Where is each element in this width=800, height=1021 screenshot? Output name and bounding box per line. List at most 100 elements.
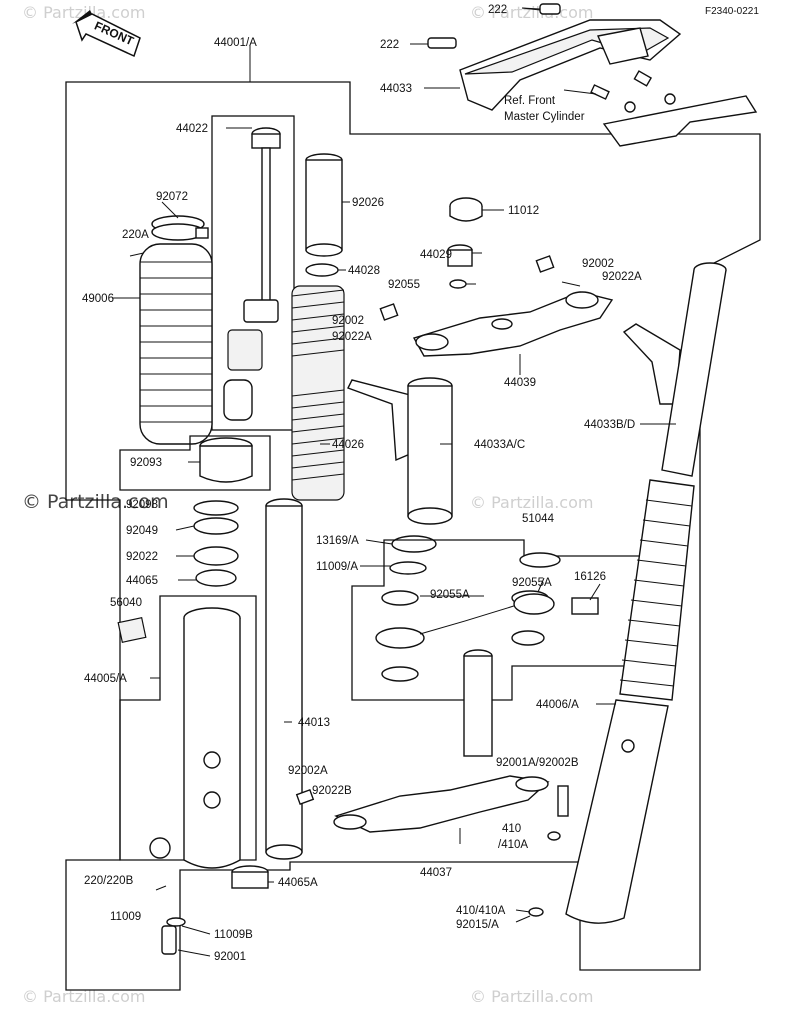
headlight-bracket-44033bd xyxy=(622,323,681,405)
label-44033bd: 44033B/D xyxy=(584,419,635,431)
label-11009a: 11009/A xyxy=(316,561,358,573)
washer-11009b xyxy=(166,917,186,927)
spacer-44028 xyxy=(305,263,339,277)
fork-boot xyxy=(139,243,213,445)
bolt-92002 xyxy=(535,255,555,273)
washer-92055 xyxy=(449,279,467,289)
leader-lines xyxy=(112,7,676,957)
watermark: © Partzilla.com xyxy=(470,987,593,1006)
fork-slider-44006a xyxy=(565,699,669,924)
label-44001a: 44001/A xyxy=(214,37,257,49)
upper-bracket-44039 xyxy=(412,291,614,357)
label-master-cylinder: Master Cylinder xyxy=(504,111,585,123)
label-44022: 44022 xyxy=(176,123,208,135)
label-44039: 44039 xyxy=(504,377,536,389)
label-44065a: 44065A xyxy=(278,877,318,889)
bearing-kit-51044 xyxy=(375,552,599,682)
label-44033: 44033 xyxy=(380,83,412,95)
steering-stem-44037 xyxy=(333,649,550,833)
label-44028: 44028 xyxy=(348,265,380,277)
fork-boot-right xyxy=(619,479,695,701)
label-44006a: 44006/A xyxy=(536,699,579,711)
watermark: © Partzilla.com xyxy=(470,3,593,22)
fork-tube-92026 xyxy=(305,153,343,257)
label-92055a: 92055A xyxy=(512,577,552,589)
label-49006: 49006 xyxy=(82,293,114,305)
label-92002: 92002 xyxy=(582,258,614,270)
cap-44029 xyxy=(447,244,473,267)
label-92049: 92049 xyxy=(126,525,158,537)
fork-slider-left xyxy=(149,607,241,869)
label-410: 410 xyxy=(502,823,521,835)
damper-rod xyxy=(223,127,281,421)
label-44013: 44013 xyxy=(298,717,330,729)
bushing-44065a xyxy=(231,865,269,889)
washer-13169a xyxy=(391,535,437,553)
label-222: 222 xyxy=(488,4,507,16)
label-56040 xyxy=(117,617,147,643)
bolt-92001a xyxy=(557,785,569,817)
screw-220-220b xyxy=(155,885,167,891)
inner-tube-44013 xyxy=(265,498,303,860)
label-92098: 92098 xyxy=(126,499,158,511)
outer-tube-44033bd xyxy=(661,262,727,477)
label-92001a-92002b: 92001A/92002B xyxy=(496,757,579,769)
clamp-92072 xyxy=(151,215,209,241)
damper-rod-box xyxy=(211,115,295,431)
label-13169a: 13169/A xyxy=(316,535,359,547)
label-11009: 11009 xyxy=(110,911,141,923)
diagram-code: F2340-0221 xyxy=(705,6,759,17)
dust-seal-92093 xyxy=(199,437,253,483)
washer-11009a xyxy=(389,561,427,575)
watermark: © Partzilla.com xyxy=(470,493,593,512)
label-51044: 51044 xyxy=(522,513,555,525)
label-ref-front: Ref. Front xyxy=(504,95,556,107)
label-92022: 92022 xyxy=(126,551,158,563)
bolt-222 xyxy=(410,37,457,49)
watermark: © Partzilla.com xyxy=(22,987,145,1006)
watermark: © Partzilla.com xyxy=(22,3,145,22)
label-410-410a: 410/410A xyxy=(456,905,506,917)
bolt-92002 xyxy=(379,303,399,321)
handlebar-bracket xyxy=(459,19,758,147)
label-44037: 44037 xyxy=(420,867,452,879)
label-44005a: 44005/A xyxy=(84,673,127,685)
label-220a: 220A xyxy=(122,229,149,241)
label-92026: 92026 xyxy=(352,197,384,209)
label-410a: /410A xyxy=(498,839,528,851)
label-92055: 92055 xyxy=(388,279,420,291)
label-92072: 92072 xyxy=(156,191,188,203)
fork-slider-box xyxy=(119,595,257,861)
label-222: 222 xyxy=(380,39,399,51)
label-16126: 16126 xyxy=(574,571,606,583)
label-92093: 92093 xyxy=(130,457,162,469)
label-220-220b: 220/220B xyxy=(84,875,134,887)
cap-11012 xyxy=(449,197,483,222)
label-92055a: 92055A xyxy=(430,589,470,601)
label-92002a: 92002A xyxy=(288,765,328,777)
part-labels: 222 222 44033 Ref. Front Master Cylinder… xyxy=(82,4,642,963)
label-11012: 11012 xyxy=(508,205,539,217)
dust-seal-box xyxy=(119,435,271,491)
seal-stack xyxy=(193,500,239,587)
label-44026: 44026 xyxy=(332,439,364,451)
label-44033ac: 44033A/C xyxy=(474,439,525,451)
outer-tube-44033ac xyxy=(407,377,453,525)
label-92022a: 92022A xyxy=(332,331,372,343)
label-92002: 92002 xyxy=(332,315,364,327)
label-92015a: 92015/A xyxy=(456,919,499,931)
watermark: © Partzilla.com xyxy=(22,491,169,513)
label-92001: 92001 xyxy=(214,951,246,963)
label-92022b: 92022B xyxy=(312,785,352,797)
washer-410 xyxy=(547,831,561,841)
label-11009b: 11009B xyxy=(214,929,253,941)
bolt-92001 xyxy=(161,925,177,955)
nut-92015a xyxy=(528,907,544,917)
label-44065: 44065 xyxy=(126,575,158,587)
bolt-92002a xyxy=(295,789,315,805)
label-56040: 56040 xyxy=(110,597,142,609)
label-44029: 44029 xyxy=(420,249,452,261)
fork-spring-44026 xyxy=(291,285,345,501)
label-92022a: 92022A xyxy=(602,271,642,283)
